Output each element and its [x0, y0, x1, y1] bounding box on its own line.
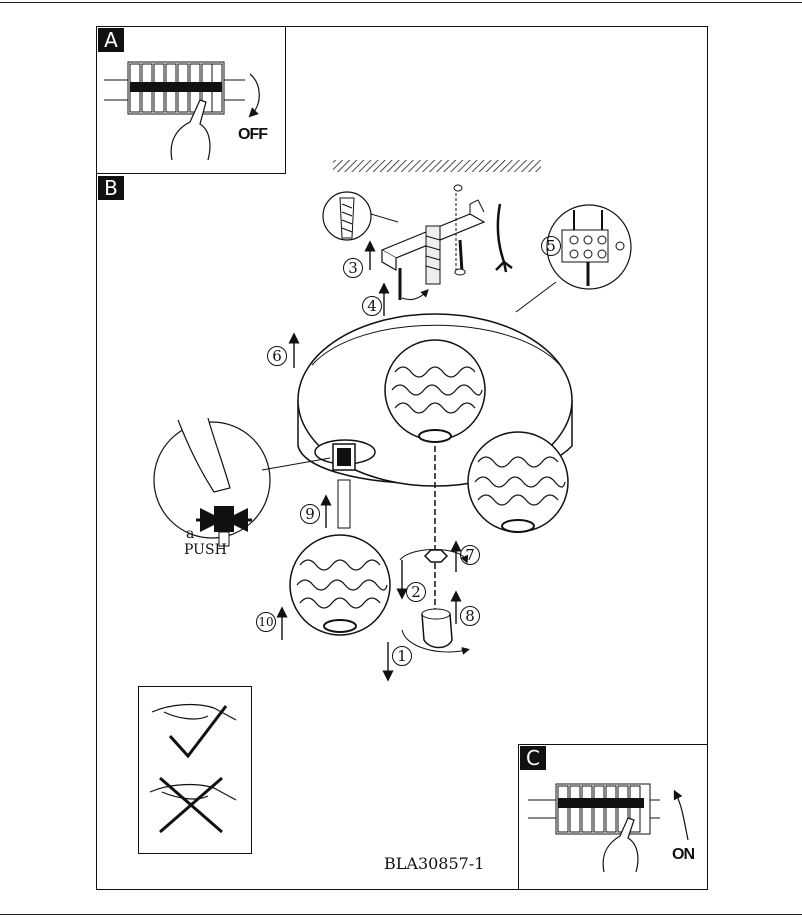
callout-3: 3 — [343, 258, 363, 278]
callout-6: 6 — [267, 346, 287, 366]
callout-4: 4 — [362, 296, 382, 316]
push-detail — [153, 417, 331, 547]
callout-5: 5 — [541, 236, 561, 256]
screw-with-plug — [398, 268, 429, 301]
step-b-label: B — [98, 176, 124, 200]
callout-9: 9 — [300, 504, 320, 524]
step-arrows — [276, 240, 462, 682]
globe-lower — [289, 534, 391, 636]
wall-plug-detail — [322, 191, 399, 241]
callout-2: 2 — [406, 582, 426, 602]
instruction-frame — [96, 26, 708, 890]
breaker-panel-on — [528, 783, 689, 873]
supply-cable — [495, 203, 513, 273]
callout-8: 8 — [460, 606, 480, 626]
step-a-panel — [96, 26, 286, 174]
handling-instructions — [149, 703, 237, 834]
callout-10: 10 — [256, 612, 276, 632]
step-a-label: A — [98, 28, 124, 52]
globe-center — [384, 339, 486, 443]
detail-marker-a: a — [186, 526, 195, 542]
mounting-bracket — [380, 184, 486, 285]
terminal-block-detail — [515, 204, 632, 313]
handling-panel — [138, 686, 252, 854]
product-code: BLA30857-1 — [384, 854, 485, 873]
step-c-panel — [518, 744, 708, 890]
top-rule — [0, 2, 802, 3]
callout-1: 1 — [392, 646, 412, 666]
lamp-socket — [314, 439, 376, 529]
off-label: OFF — [238, 126, 268, 143]
callout-7: 7 — [460, 545, 480, 565]
ceiling — [333, 160, 541, 172]
globe-right — [467, 431, 569, 533]
bottom-rule — [0, 914, 802, 915]
push-label: PUSH — [184, 542, 227, 558]
breaker-panel-off — [104, 61, 260, 161]
step-c-label: C — [520, 746, 546, 770]
on-label: ON — [672, 846, 695, 863]
